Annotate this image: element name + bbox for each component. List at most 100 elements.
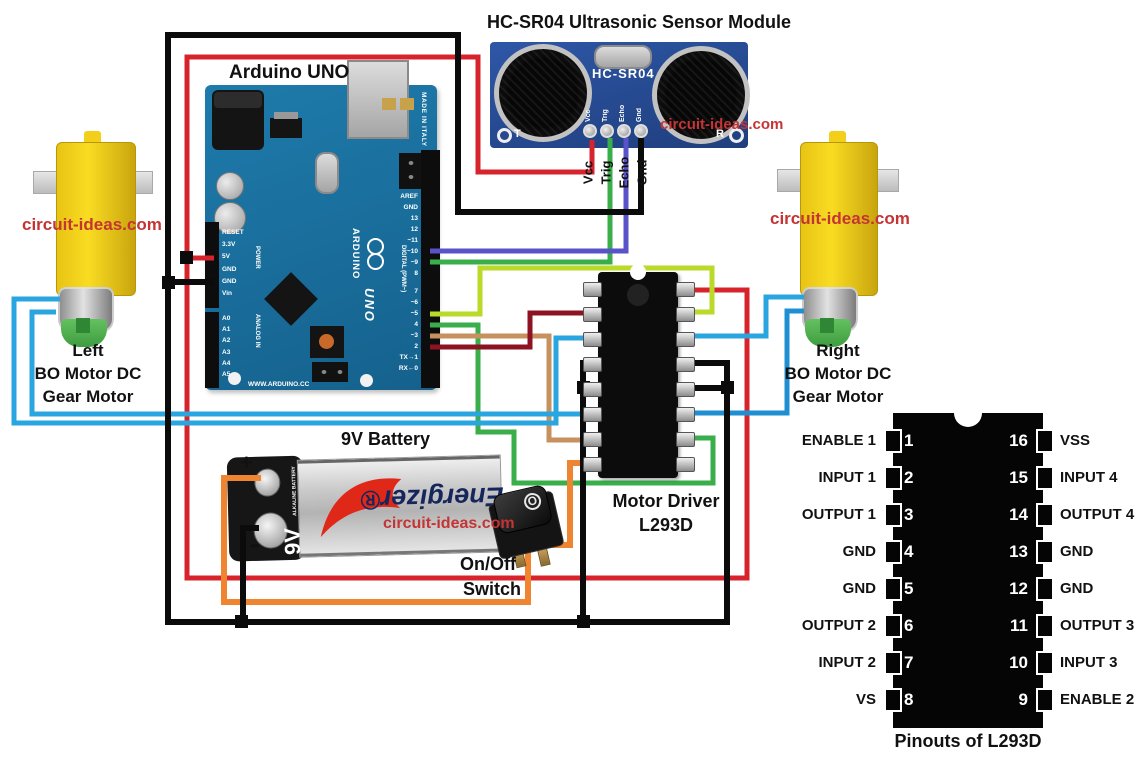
pinout-pin-4 bbox=[884, 540, 902, 564]
pin-label: 13 bbox=[410, 215, 418, 222]
pinout-pin-5 bbox=[884, 577, 902, 601]
pinout-label-output4: OUTPUT 4 bbox=[1060, 506, 1135, 523]
left-motor-endcap-notch bbox=[76, 318, 90, 333]
sensor-pad-vcc bbox=[583, 124, 597, 138]
arduino-title: Arduino UNO bbox=[229, 62, 350, 83]
sensor-transmitter-transducer bbox=[494, 44, 592, 142]
sensor-pad-trig bbox=[600, 124, 614, 138]
wire-cyan-leftmotor-out2 bbox=[29, 309, 592, 417]
pin-label: 7 bbox=[414, 288, 418, 295]
watermark-battery: circuit-ideas.com bbox=[383, 515, 515, 532]
right-motor-endcap-notch bbox=[820, 318, 834, 333]
pin-label: 5V bbox=[222, 253, 230, 261]
pinout-label-enable2: ENABLE 2 bbox=[1060, 691, 1135, 708]
pin-label: A4 bbox=[222, 359, 231, 367]
chip-pin-14 bbox=[676, 332, 695, 347]
pin-label: 4 bbox=[414, 321, 418, 328]
wire-black-battery-minus bbox=[240, 525, 259, 620]
sensor-silkscreen-label: HC-SR04 bbox=[592, 66, 655, 81]
arduino-mount-hole-br bbox=[360, 374, 373, 387]
smd-cap-2 bbox=[400, 98, 414, 110]
chip-pin-5 bbox=[583, 382, 602, 397]
right-motor-label: Right BO Motor DC Gear Motor bbox=[768, 339, 908, 408]
power-section-label: POWER bbox=[254, 246, 260, 269]
pinout-pin-1 bbox=[884, 429, 902, 453]
pinout-num-3: 3 bbox=[904, 505, 914, 524]
driver-label-line1: Motor Driver bbox=[612, 491, 720, 511]
pinout-pin-2 bbox=[884, 466, 902, 490]
sensor-pin-label-echo: Echo bbox=[616, 156, 632, 189]
pin-label: 12 bbox=[410, 226, 418, 233]
digital-section-label: DIGITAL (PWM~) bbox=[400, 245, 406, 293]
electrolytic-cap-1 bbox=[216, 172, 244, 200]
chip-pin-1 bbox=[583, 282, 602, 297]
battery-plus-sign: + bbox=[240, 450, 253, 475]
left-motor-gearbox bbox=[56, 142, 136, 296]
chip-pin-9 bbox=[676, 457, 695, 472]
switch-label-line1: On/Off bbox=[460, 554, 516, 574]
pin-label: ~5 bbox=[410, 310, 418, 317]
pinout-num-16: 16 bbox=[1009, 431, 1028, 450]
junction-gnd-chipright bbox=[721, 381, 734, 394]
analog-section-label: ANALOG IN bbox=[254, 314, 260, 348]
pin-label: RESET bbox=[222, 229, 244, 236]
wire-green-d4-in3 bbox=[430, 322, 716, 486]
junction-gnd-bottom-mid bbox=[577, 615, 590, 628]
pin-label: GND bbox=[222, 277, 237, 285]
pinout-num-13: 13 bbox=[1009, 542, 1028, 561]
chip-notch bbox=[630, 264, 646, 280]
pin-label: GND bbox=[222, 265, 237, 273]
pinout-label-input3: INPUT 3 bbox=[1060, 654, 1118, 671]
sensor-crystal-oscillator bbox=[594, 45, 652, 69]
junction-gnd-left-header bbox=[162, 276, 175, 289]
pinout-pin-10 bbox=[1036, 651, 1054, 675]
wire-cyan-leftmotor-out1 bbox=[11, 296, 592, 426]
chip-pin-6 bbox=[583, 407, 602, 422]
voltage-regulator bbox=[270, 118, 302, 138]
crystal-oscillator bbox=[315, 152, 339, 194]
pinout-label-vss: VSS bbox=[1060, 432, 1091, 449]
pinout-label-vs: VS bbox=[855, 691, 876, 708]
pinout-pin-3 bbox=[884, 503, 902, 527]
wire-brown-d3-in2 bbox=[430, 333, 592, 443]
pinout-pin-6 bbox=[884, 614, 902, 638]
smd-cap-1 bbox=[382, 98, 396, 110]
wire-red-5v-loop bbox=[184, 54, 750, 581]
motor-driver-chip bbox=[598, 272, 678, 478]
pinout-label-output3: OUTPUT 3 bbox=[1060, 617, 1135, 634]
reset-button-cap[interactable] bbox=[319, 334, 334, 349]
analog-header-strip bbox=[205, 312, 219, 388]
pinout-num-12: 12 bbox=[1009, 579, 1028, 598]
pinout-num-8: 8 bbox=[904, 690, 914, 709]
pinout-label-output1: OUTPUT 1 bbox=[801, 506, 876, 523]
electrolytic-cap-2 bbox=[214, 202, 246, 234]
chip-pin-4 bbox=[583, 357, 602, 372]
energizer-swoosh bbox=[320, 478, 402, 538]
pin-label: AREF bbox=[400, 193, 418, 200]
chip-pin-8 bbox=[583, 457, 602, 472]
pin-label: ~11 bbox=[407, 237, 418, 244]
pinout-num-10: 10 bbox=[1009, 653, 1028, 672]
pin-label: A2 bbox=[222, 337, 231, 345]
pinout-label-gnd4: GND bbox=[842, 543, 876, 560]
power-header-strip bbox=[205, 222, 219, 308]
wire-orange-battery-switch bbox=[221, 475, 531, 605]
pinout-notch bbox=[954, 399, 982, 427]
chip-pin-3 bbox=[583, 332, 602, 347]
pinout-pin-11 bbox=[1036, 614, 1054, 638]
driver-label-line2: L293D bbox=[638, 515, 694, 535]
sensor-t-marker: T bbox=[514, 128, 521, 140]
pinout-num-5: 5 bbox=[904, 579, 914, 598]
switch-label-line2: Switch bbox=[463, 579, 522, 599]
sensor-r-marker: R bbox=[716, 128, 724, 140]
pinout-num-7: 7 bbox=[904, 653, 914, 672]
pinout-num-15: 15 bbox=[1009, 468, 1028, 487]
junction-gnd-bottom-left bbox=[235, 615, 248, 628]
chip-pin-7 bbox=[583, 432, 602, 447]
watermark-sensor: circuit-ideas.com bbox=[660, 116, 784, 133]
driver-label: Motor Driver L293D bbox=[596, 489, 736, 537]
